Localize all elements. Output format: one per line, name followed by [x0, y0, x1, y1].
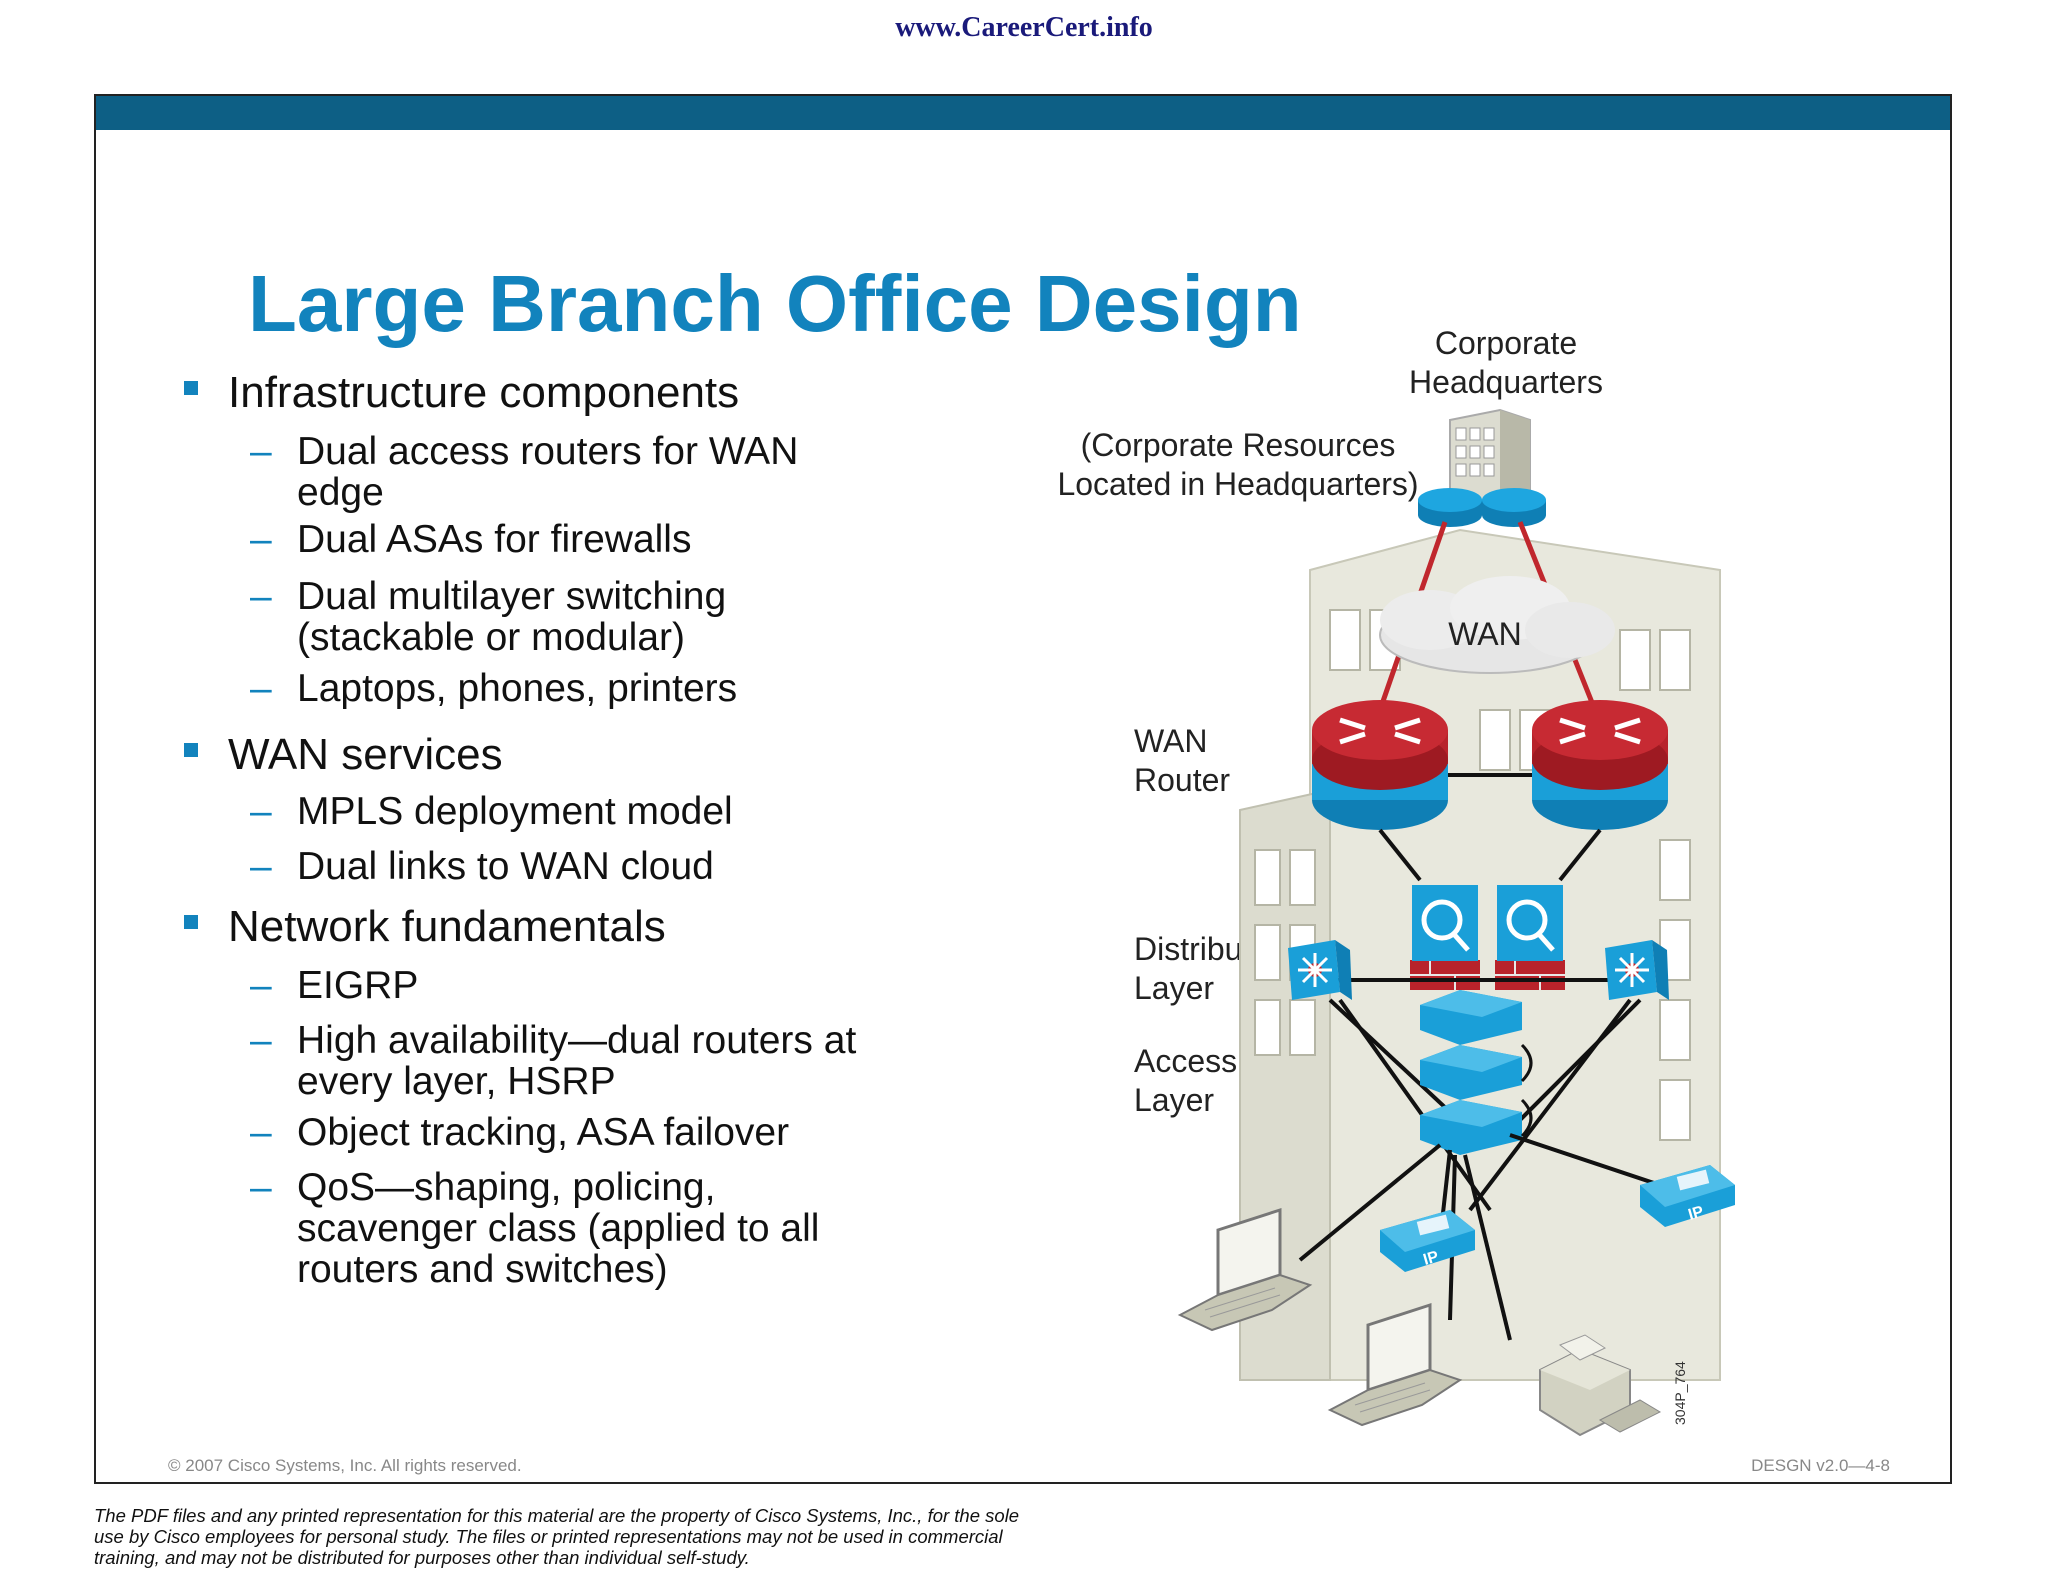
- network-diagram: WAN: [1177, 408, 1735, 1437]
- sub-bullet-label: QoS—shaping, policing, scavenger class (…: [297, 1166, 820, 1291]
- wan-router-icon: [1532, 700, 1668, 830]
- site-url[interactable]: www.CareerCert.info: [895, 12, 1153, 43]
- bullet-wan-services: WAN services: [184, 730, 503, 780]
- bullet-label: Infrastructure components: [228, 368, 740, 417]
- bullet-infrastructure: Infrastructure components: [184, 368, 740, 418]
- sub-bullet: –MPLS deployment model: [250, 790, 917, 833]
- figure-id: 304P_764: [1672, 1361, 1688, 1425]
- sub-bullet: –Dual multilayer switching (stackable or…: [250, 575, 797, 659]
- dash-icon: –: [250, 667, 272, 710]
- wan-cloud-label: WAN: [1448, 616, 1521, 652]
- slide-header-bar: [96, 96, 1950, 130]
- wan-router-label: WAN Router: [1134, 723, 1231, 798]
- dash-icon: –: [250, 1019, 272, 1062]
- access-layer-label: Access Layer: [1134, 1043, 1238, 1118]
- link: [1338, 998, 1492, 1212]
- sub-bullet: –QoS—shaping, policing, scavenger class …: [250, 1166, 877, 1291]
- copyright: © 2007 Cisco Systems, Inc. All rights re…: [168, 1456, 522, 1475]
- sub-bullet: –Object tracking, ASA failover: [250, 1111, 917, 1154]
- laptop-icon: [1327, 1302, 1463, 1427]
- ip-phone-icon: IP: [1380, 1210, 1475, 1272]
- access-switch-stack-icon: [1420, 990, 1533, 1155]
- printer-icon: [1539, 1334, 1662, 1437]
- hq-building-icon: [1449, 408, 1531, 511]
- sub-bullet-label: Dual access routers for WAN edge: [297, 430, 799, 514]
- dash-icon: –: [250, 1166, 272, 1209]
- resources-label: (Corporate Resources Located in Headquar…: [1057, 427, 1419, 502]
- course-id: DESGN v2.0—4-8: [1751, 1456, 1890, 1475]
- bullet-label: Network fundamentals: [228, 902, 666, 951]
- bullet-square-icon: [184, 743, 198, 757]
- ip-phone-icon: IP: [1640, 1165, 1735, 1227]
- slide-title: Large Branch Office Design: [248, 259, 1302, 348]
- link: [1378, 828, 1422, 882]
- sub-bullet: –Dual access routers for WAN edge: [250, 430, 857, 514]
- ip-badge: IP: [1686, 1203, 1706, 1224]
- sub-bullet-label: Laptops, phones, printers: [297, 667, 738, 710]
- sub-bullet: –Laptops, phones, printers: [250, 667, 917, 710]
- sub-bullet: –High availability—dual routers at every…: [250, 1019, 917, 1103]
- link: [1463, 1154, 1512, 1341]
- sub-bullet-label: Dual links to WAN cloud: [297, 845, 714, 888]
- dash-icon: –: [250, 1111, 272, 1154]
- hq-router-icon: [1482, 488, 1546, 527]
- bullet-square-icon: [184, 381, 198, 395]
- wan-router-icon: [1312, 700, 1448, 830]
- asa-firewall-icon: [1495, 885, 1565, 990]
- link: [1498, 998, 1642, 1142]
- sub-bullet-label: MPLS deployment model: [297, 790, 733, 833]
- link: [1468, 998, 1632, 1212]
- sub-bullet-label: High availability—dual routers at every …: [297, 1019, 857, 1103]
- bullet-network-fundamentals: Network fundamentals: [184, 902, 666, 952]
- sub-bullet: –Dual ASAs for firewalls: [250, 518, 917, 561]
- dash-icon: –: [250, 430, 272, 473]
- hq-label: Corporate Headquarters: [1409, 325, 1603, 400]
- distribution-switch-icon: [1605, 940, 1669, 1000]
- link: [1509, 1133, 1676, 1192]
- laptop-icon: [1177, 1207, 1313, 1332]
- sub-bullet-label: Dual multilayer switching (stackable or …: [297, 575, 727, 659]
- link: [1558, 828, 1602, 882]
- sub-bullet-label: EIGRP: [297, 964, 419, 1007]
- link: [1298, 1143, 1442, 1262]
- sub-bullet-label: Dual ASAs for firewalls: [297, 518, 692, 561]
- dash-icon: –: [250, 964, 272, 1007]
- dash-icon: –: [250, 845, 272, 888]
- ip-badge: IP: [1421, 1248, 1441, 1269]
- asa-firewall-icon: [1410, 885, 1480, 990]
- hq-router-icon: [1418, 488, 1482, 527]
- disclaimer: The PDF files and any printed representa…: [94, 1505, 1020, 1568]
- dash-icon: –: [250, 575, 272, 618]
- wan-cloud-icon: [1379, 576, 1615, 674]
- dash-icon: –: [250, 518, 272, 561]
- bullet-label: WAN services: [228, 730, 503, 779]
- sub-bullet: –Dual links to WAN cloud: [250, 845, 917, 888]
- distribution-switch-icon: [1288, 940, 1352, 1000]
- sub-bullet: –EIGRP: [250, 964, 917, 1007]
- sub-bullet-label: Object tracking, ASA failover: [297, 1111, 790, 1154]
- bullet-square-icon: [184, 915, 198, 929]
- dash-icon: –: [250, 790, 272, 833]
